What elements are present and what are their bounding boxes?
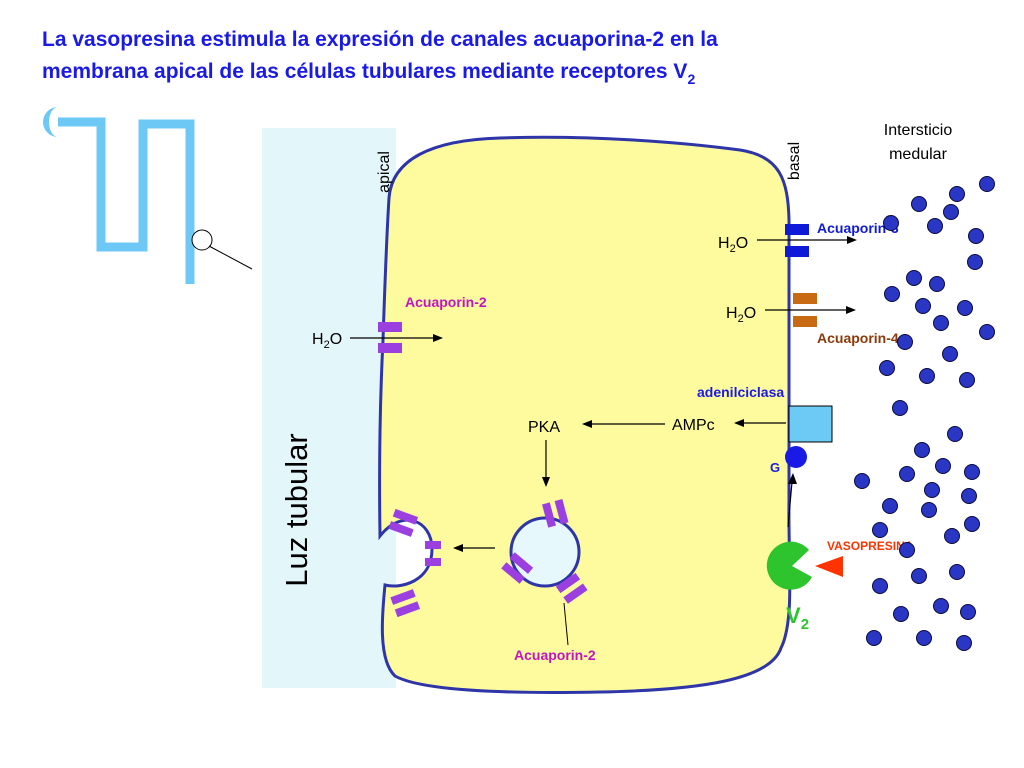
interstitium-dot [935,458,951,474]
interstitium-dot [964,464,980,480]
pka-label: PKA [528,419,560,436]
interstitium-dot [933,315,949,331]
water-arrowhead-aqp3 [847,236,857,244]
water-arrowhead-apical [433,334,443,342]
aqp4-label: Acuaporin-4 [817,330,899,346]
interstitium-dot [884,286,900,302]
interstitium-dot [933,598,949,614]
interstitium-dot [943,204,959,220]
v2-receptor [766,541,812,590]
adenylyl-cyclase [788,405,833,443]
interstitium-dot [866,630,882,646]
interstitium-dot [942,346,958,362]
aqp2-bottom-label: Acuaporin-2 [514,647,596,663]
interstitium-dot [919,368,935,384]
interstitium-dot [944,528,960,544]
arrowhead-ampc-to-pka [582,420,592,428]
water-label-apical: H2O [312,331,342,351]
title-subscript: 2 [687,71,695,87]
interstitium-label-line1: Intersticio [884,122,953,139]
water-label-aqp3: H2O [718,235,748,255]
interstitium-dot [929,276,945,292]
interstitium-dot [949,186,965,202]
interstitium-dot [872,578,888,594]
g-protein [785,446,807,468]
ampc-label: AMPc [672,417,715,434]
vasopressin-label: VASOPRESINA [827,539,914,553]
interstitium-dot [924,482,940,498]
g-protein-label: G [770,460,780,475]
basal-aquaporin-3 [785,224,809,257]
interstitium-dot [961,488,977,504]
v2-label: V2 [786,603,809,633]
inserted-aquaporin-2 [388,508,441,618]
nephron-schematic [43,107,253,284]
arrowhead-vesicle-to-membrane [453,544,463,552]
title-line1: La vasopresina estimula la expresión de … [42,28,718,51]
arrowhead-pka-to-vesicle [542,477,550,487]
interstitium-dot [979,324,995,340]
apical-aquaporin-2 [378,322,402,353]
interstitium-dots [854,176,995,651]
lumen-label: Luz tubular [279,433,314,586]
vasopressin-ligand [815,556,843,577]
glomerulus-capsule [43,107,58,137]
interstitium-dot [960,604,976,620]
interstitium-dot [979,176,995,192]
aqp3-label: Acuaporin-3 [817,220,899,236]
interstitium-dot [964,516,980,532]
interstitium-dot [956,635,972,651]
vesicle-aquaporin-2 [501,499,588,604]
tubular-lumen [262,128,396,688]
arrowhead-receptor-to-g [788,473,797,484]
interstitium-dot [947,426,963,442]
nephron-tubule [58,117,195,284]
interstitium-dot [854,473,870,489]
interstitium-dot [921,502,937,518]
arrow-receptor-to-g [787,481,793,528]
interstitium-dot [893,606,909,622]
interstitium-dot [911,568,927,584]
interstitium-dot [957,300,973,316]
interstitium-dot [897,334,913,350]
water-label-aqp4: H2O [726,305,756,325]
arrowhead-cyclase-to-ampc [734,419,744,427]
interstitium-dot [959,372,975,388]
interstitium-dot [949,564,965,580]
interstitium-dot [911,196,927,212]
tubular-cell [378,135,792,694]
interstitium-dot [872,522,888,538]
aqp2-bottom-pointer [563,602,569,646]
basal-label: basal [786,142,803,180]
interstitium-dot [899,466,915,482]
apical-label: apical [376,151,393,193]
interstitium-dot [906,270,922,286]
water-arrowhead-aqp4 [846,306,856,314]
interstitium-dot [968,228,984,244]
interstitium-label-line2: medular [889,146,947,163]
interstitium-dot [927,218,943,234]
interstitium-dot [915,298,931,314]
interstitium-dot [882,498,898,514]
interstitium-dot [879,360,895,376]
adenylyl-cyclase-label: adenilciclasa [697,384,784,400]
interstitium-dot [892,400,908,416]
basal-aquaporin-4 [793,293,817,327]
interstitium-dot [914,442,930,458]
interstitium-dot [967,254,983,270]
title-line2: membrana apical de las células tubulares… [42,60,695,87]
zoom-circle [191,229,213,251]
aqp2-top-label: Acuaporin-2 [405,294,487,310]
interstitium-dot [916,630,932,646]
zoom-line [208,245,253,270]
interstitium-dot [899,542,915,558]
interstitium-dot [883,215,899,231]
